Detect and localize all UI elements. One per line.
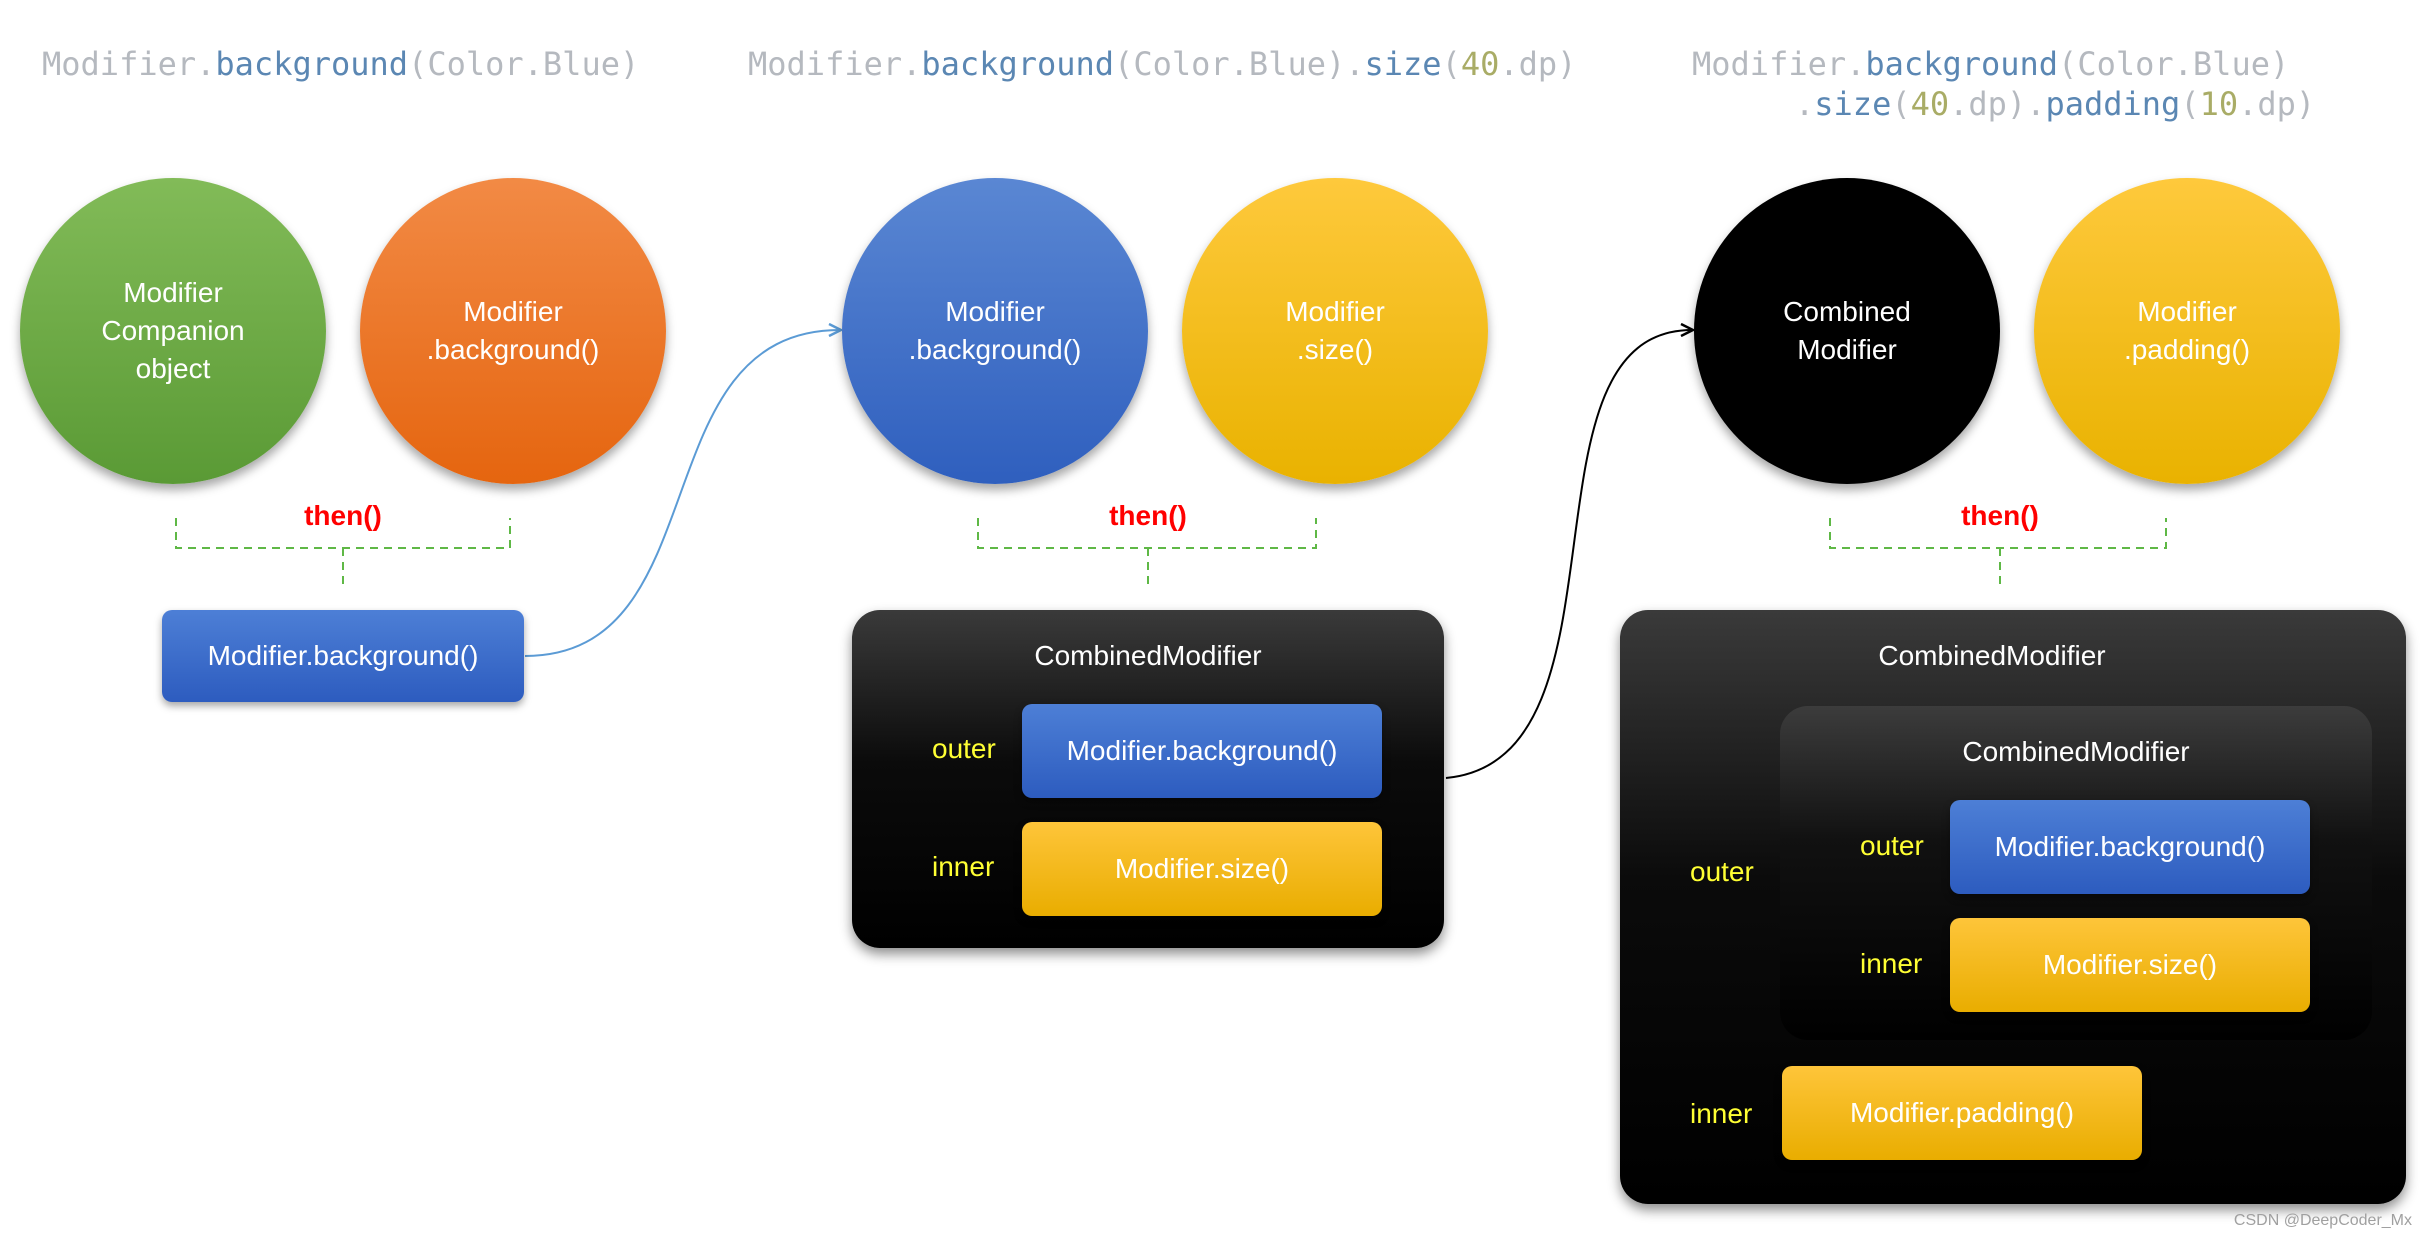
circle-modifier-companion: Modifier Companion object <box>20 178 326 484</box>
circle-modifier-background-2: Modifier .background() <box>842 178 1148 484</box>
circle-text-line: Companion <box>101 315 245 346</box>
watermark: CSDN @DeepCoder_Mx <box>2233 1212 2412 1229</box>
then-bracket-1 <box>175 518 511 585</box>
circle-modifier-size: Modifier .size() <box>1182 178 1488 484</box>
box1-outer-background: Modifier.background() <box>1022 704 1382 798</box>
then-label-2: then() <box>1109 500 1187 531</box>
nested-inner-label: inner <box>1860 948 1923 979</box>
circle-text-line: .padding() <box>2123 334 2251 365</box>
circle-text-line: Modifier <box>463 296 563 327</box>
nested-combined-modifier-title: CombinedModifier <box>1962 736 2190 767</box>
circle-modifier-background-1: Modifier .background() <box>360 178 666 484</box>
circle-modifier-padding: Modifier .padding() <box>2034 178 2340 484</box>
circle-text-line: Modifier <box>1797 334 1897 365</box>
circle-combined-modifier: Combined Modifier <box>1694 178 2000 484</box>
circle-text-line: Modifier <box>945 296 1045 327</box>
circle-text-line: .background() <box>426 334 600 365</box>
code-header-2: Modifier.background(Color.Blue).size(40.… <box>748 45 1577 83</box>
box2-inner-padding: Modifier.padding() <box>1782 1066 2142 1160</box>
flow-arrow-2 <box>1445 330 1692 779</box>
nested-inner-size: Modifier.size() <box>1950 918 2310 1012</box>
combined-modifier-title-1: CombinedModifier <box>1034 640 1262 671</box>
nested-outer-label: outer <box>1860 830 1924 861</box>
circle-text-line: .background() <box>908 334 1082 365</box>
circle-text-line: .size() <box>1296 334 1374 365</box>
circle-text-line: Combined <box>1783 296 1911 327</box>
inner-label-2: inner <box>1690 1098 1753 1129</box>
then-bracket-3 <box>1829 518 2167 585</box>
nested-outer-background: Modifier.background() <box>1950 800 2310 894</box>
circle-text-line: Modifier <box>2137 296 2237 327</box>
result-modifier-background: Modifier.background() <box>162 610 524 702</box>
inner-label-1: inner <box>932 851 995 882</box>
circle-text-line: Modifier <box>1285 296 1385 327</box>
code-header-3-line-2: .size(40.dp).padding(10.dp) <box>1795 85 2316 123</box>
outer-label-2: outer <box>1690 856 1754 887</box>
code-header-1: Modifier.background(Color.Blue) <box>42 45 640 83</box>
flow-arrow-1 <box>524 330 840 657</box>
combined-modifier-title-2: CombinedModifier <box>1878 640 2106 671</box>
then-label-1: then() <box>304 500 382 531</box>
circle-text-line: object <box>135 353 211 384</box>
circle-text-line: Modifier <box>123 277 223 308</box>
then-bracket-2 <box>977 518 1317 585</box>
outer-label-1: outer <box>932 733 996 764</box>
code-header-3-line-1: Modifier.background(Color.Blue) <box>1692 45 2290 83</box>
box1-inner-size: Modifier.size() <box>1022 822 1382 916</box>
then-label-3: then() <box>1961 500 2039 531</box>
